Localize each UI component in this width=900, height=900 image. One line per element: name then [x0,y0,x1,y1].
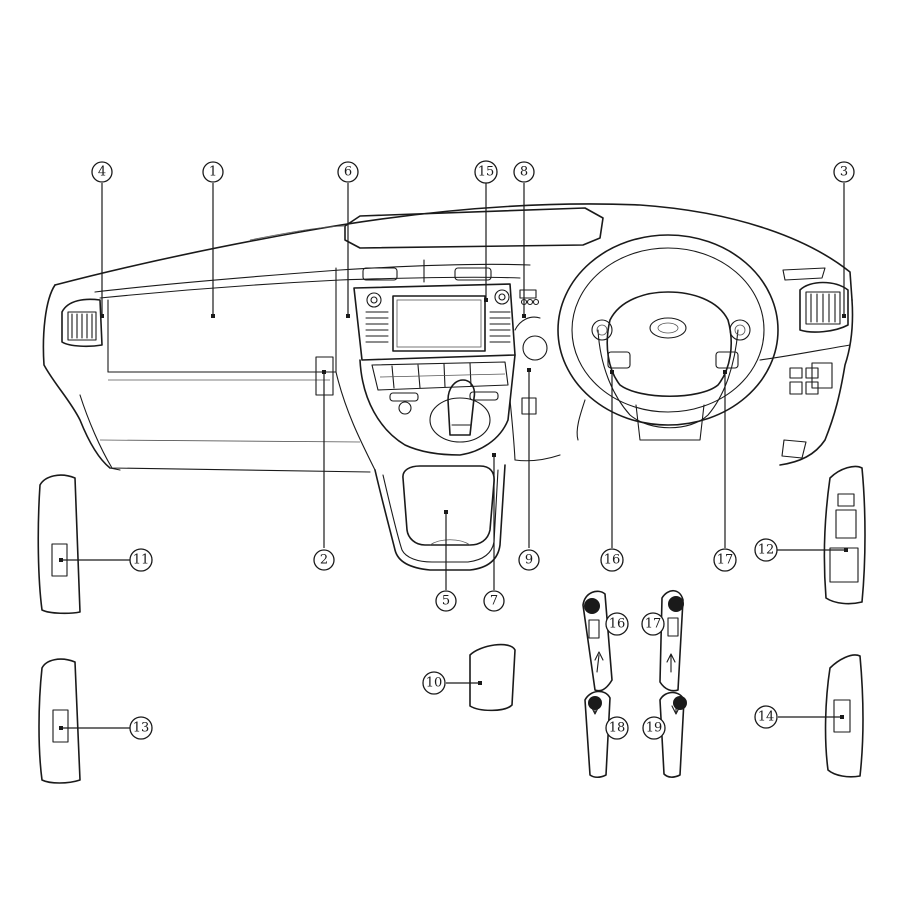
callout-11: 11 [129,548,153,572]
svg-text:16: 16 [609,617,626,632]
svg-text:16: 16 [604,553,621,568]
callout-4: 4 [91,161,113,183]
steering-wheel [557,234,779,441]
callout-8: 8 [513,161,535,183]
callout-16-bottom: 16 [605,612,629,636]
callout-7: 7 [483,590,505,612]
svg-text:15: 15 [478,165,495,180]
svg-text:8: 8 [520,165,528,180]
callout-10: 10 [422,671,446,695]
callout-12: 12 [754,538,778,562]
defroster-vent-left [362,267,398,281]
door-switch-panel-11 [37,474,81,615]
callout-14: 14 [754,705,778,729]
svg-text:7: 7 [490,594,498,609]
spoke-switch-right [659,589,687,778]
svg-text:12: 12 [758,543,775,558]
steering-logo [649,317,687,339]
svg-text:3: 3 [840,165,848,180]
svg-text:17: 17 [717,553,734,568]
door-switch-panel-14 [824,654,864,778]
left-air-vent [61,298,103,348]
callout-19: 19 [642,716,666,740]
wheel-switch-left [607,351,631,369]
callout-6: 6 [337,161,359,183]
svg-text:14: 14 [758,710,775,725]
svg-text:9: 9 [525,553,533,568]
switch-knob-10 [469,643,516,712]
door-switch-panel-13 [38,658,81,784]
callout-1: 1 [202,161,224,183]
leader-lines [59,183,848,730]
door-switch-panel-12 [823,465,866,605]
callout-16-top: 16 [600,548,624,572]
callout-3: 3 [833,161,855,183]
spoke-switch-left [582,590,613,779]
callout-15: 15 [474,160,498,184]
defroster-vent-right [454,267,492,281]
svg-text:6: 6 [344,165,352,180]
svg-text:13: 13 [133,721,150,736]
callout-18: 18 [605,716,629,740]
svg-text:5: 5 [442,594,450,609]
steering-area [509,316,833,462]
callout-5: 5 [435,590,457,612]
svg-text:4: 4 [98,165,106,180]
wheel-switch-right [715,351,739,369]
callout-9: 9 [518,549,540,571]
svg-text:18: 18 [609,721,626,736]
console-tray [402,465,495,546]
svg-text:19: 19 [646,721,663,736]
callout-17-bottom: 17 [641,612,665,636]
shift-knob [447,379,476,436]
callout-13: 13 [129,716,153,740]
display-screen [392,295,486,352]
svg-text:2: 2 [320,553,328,568]
svg-text:17: 17 [645,617,662,632]
callout-17-top: 17 [713,548,737,572]
dashboard-outline [42,203,854,473]
right-air-vent [799,281,849,333]
svg-text:1: 1 [209,165,217,180]
svg-text:10: 10 [426,676,443,691]
center-stack [353,283,540,571]
callout-2: 2 [313,549,335,571]
hud-panel [344,207,604,249]
svg-text:11: 11 [133,553,150,568]
